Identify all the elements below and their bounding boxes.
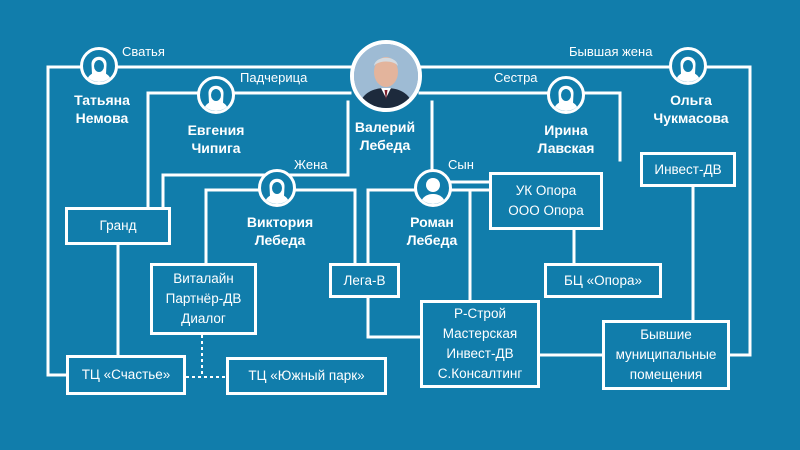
person-silhouette-icon (203, 85, 229, 111)
relation-label-viktoria: Жена (290, 157, 332, 173)
valery-lebeda-portrait (350, 40, 422, 112)
person-silhouette-icon (675, 56, 701, 82)
irina-name: Ирина Лавская (537, 122, 595, 156)
company-box-vitalain: Виталайн Партнёр-ДВ Диалог (150, 263, 257, 335)
company-box-schastye: ТЦ «Счастье» (66, 355, 186, 395)
relation-label-olga: Бывшая жена (565, 44, 657, 60)
relation-label-roman: Сын (444, 157, 478, 173)
irina-avatar (547, 76, 585, 114)
company-box-invest-dv: Инвест-ДВ (640, 152, 736, 187)
relation-label-chipiga: Падчерица (236, 70, 312, 86)
company-box-lega: Лега-В (329, 263, 400, 298)
company-box-yuzhny: ТЦ «Южный парк» (226, 357, 387, 395)
company-box-grand: Гранд (65, 207, 171, 245)
viktoria-name: Виктория Лебеда (246, 214, 314, 248)
olga-name: Ольга Чукмасова (653, 92, 729, 126)
company-box-rstroy: Р-Строй Мастерская Инвест-ДВ С.Консалтин… (420, 300, 540, 388)
chipiga-name: Евгения Чипига (187, 122, 245, 156)
relation-label-irina: Сестра (490, 70, 542, 86)
person-silhouette-icon (264, 178, 290, 204)
viktoria-avatar (258, 169, 296, 207)
nemova-avatar (80, 47, 118, 85)
roman-avatar (414, 169, 452, 207)
portrait-photo (354, 44, 418, 108)
chipiga-avatar (197, 76, 235, 114)
valery-lebeda-name: Валерий Лебеда (354, 119, 416, 153)
person-silhouette-icon (553, 85, 579, 111)
company-box-municipal: Бывшие муниципальные помещения (602, 320, 730, 390)
person-silhouette-icon (420, 178, 446, 204)
roman-name: Роман Лебеда (406, 214, 458, 248)
relation-label-nemova: Сватья (118, 44, 169, 60)
person-silhouette-icon (86, 56, 112, 82)
company-box-uk-opora: УК Опора ООО Опора (489, 172, 603, 230)
olga-avatar (669, 47, 707, 85)
nemova-name: Татьяна Немова (74, 92, 130, 126)
company-box-bc-opora: БЦ «Опора» (544, 263, 662, 298)
